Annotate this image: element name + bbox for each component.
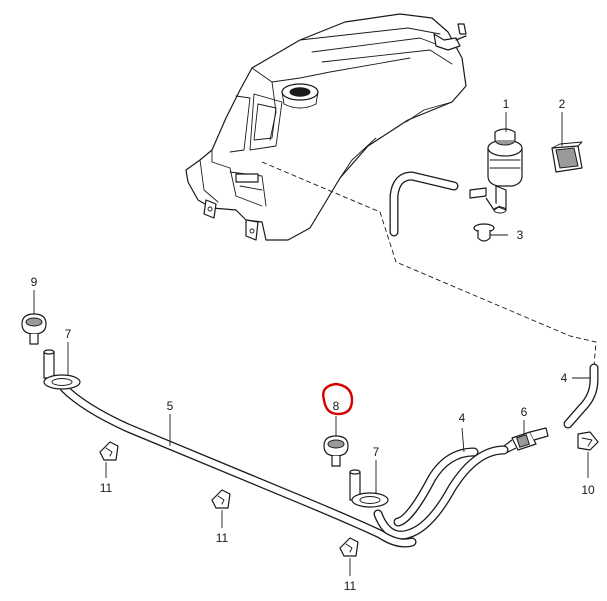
callout-2: 2: [559, 97, 566, 111]
callout-11-a: 11: [100, 481, 113, 495]
washer-reservoir[interactable]: [185, 13, 467, 241]
callout-11-c: 11: [344, 579, 357, 593]
callout-3: 3: [517, 228, 524, 242]
assembly-guide-line: [261, 161, 597, 367]
nozzle-left[interactable]: [43, 349, 81, 390]
callout-10: 10: [581, 483, 595, 497]
callout-8-highlight-ring: [322, 382, 354, 416]
callout-9: 9: [31, 275, 38, 289]
hose-lower-right[interactable]: [563, 363, 599, 429]
jet-cap-left[interactable]: [21, 313, 47, 345]
callout-4-right: 4: [561, 371, 568, 385]
washer-pump[interactable]: [469, 128, 523, 214]
callout-7-left: 7: [65, 327, 72, 341]
callout-4-middle: 4: [459, 411, 466, 425]
callout-7-right: 7: [373, 445, 380, 459]
seal-block[interactable]: [551, 141, 583, 173]
hose-upper[interactable]: [389, 171, 459, 237]
hose-connector-tee[interactable]: [503, 427, 549, 453]
callout-8: 8: [333, 399, 340, 413]
callout-11-b: 11: [216, 531, 229, 545]
clip-right[interactable]: [577, 431, 599, 451]
clip-11-c[interactable]: [339, 537, 359, 557]
clip-11-a[interactable]: [99, 441, 119, 461]
clip-11-b[interactable]: [211, 489, 231, 509]
callout-6: 6: [521, 405, 528, 419]
pump-grommet[interactable]: [473, 223, 495, 242]
nozzle-right[interactable]: [349, 469, 389, 508]
callout-1: 1: [503, 97, 510, 111]
callout-5: 5: [167, 399, 174, 413]
jet-cap-right[interactable]: [323, 435, 349, 467]
leader-lines: [33, 112, 590, 576]
hose-middle[interactable]: [373, 445, 509, 540]
hose-long[interactable]: [59, 383, 417, 548]
